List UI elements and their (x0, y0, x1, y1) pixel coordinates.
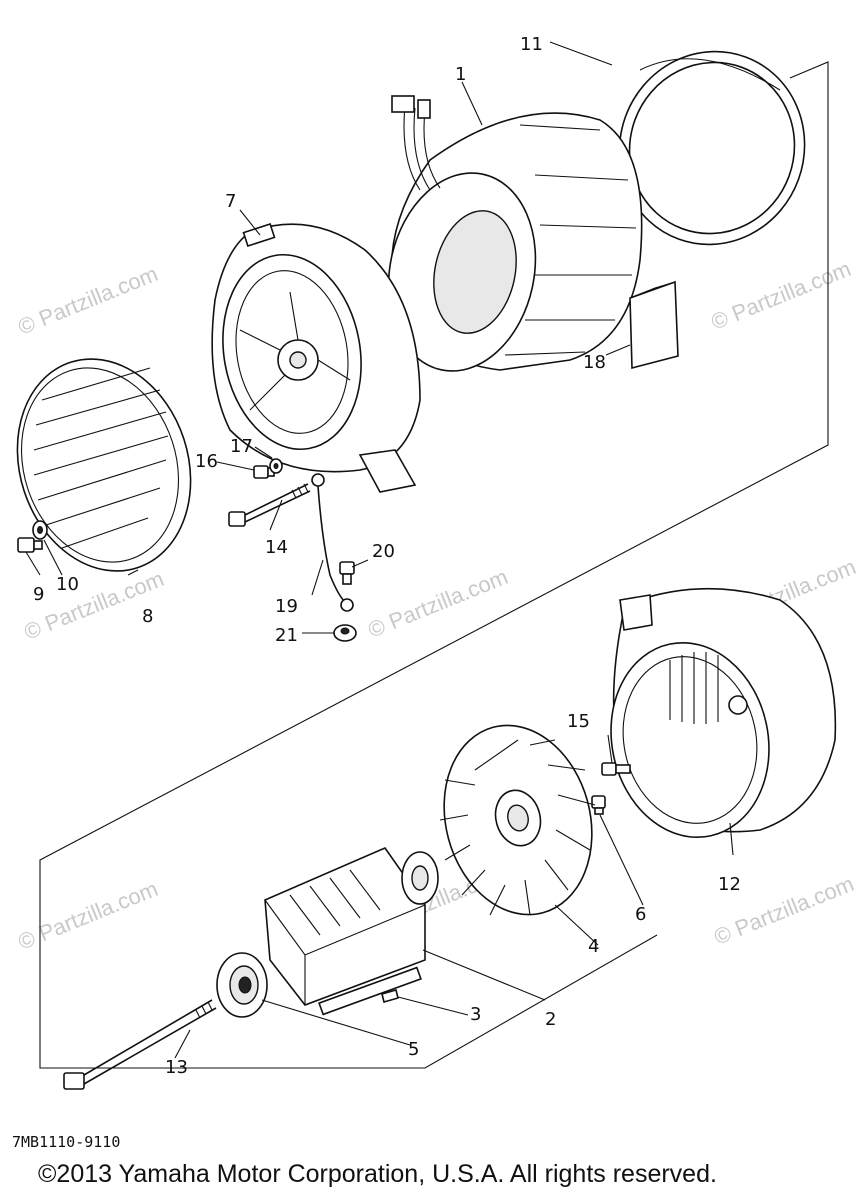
callout-16: 16 (195, 451, 218, 472)
rotor-part-2 (264, 847, 439, 1016)
callout-21: 21 (275, 625, 298, 646)
callout-7: 7 (225, 191, 236, 212)
callout-6: 6 (635, 904, 646, 925)
callout-20: 20 (372, 541, 395, 562)
callout-2: 2 (545, 1009, 556, 1030)
callout-10: 10 (56, 574, 79, 595)
watermark: © Partzilla.com (365, 564, 512, 643)
fan-part-4 (439, 724, 596, 916)
callouts: 1 2 3 4 5 6 7 8 9 10 11 12 13 14 15 16 1… (33, 34, 741, 1078)
key-part-3 (381, 989, 399, 1003)
callout-14: 14 (265, 537, 288, 558)
callout-9: 9 (33, 584, 44, 605)
watermark: © Partzilla.com (15, 261, 162, 340)
callout-19: 19 (275, 596, 298, 617)
callout-17: 17 (230, 436, 253, 457)
bolt-part-15 (601, 762, 631, 776)
cover-band-part-11 (618, 50, 806, 246)
leader-lines (25, 41, 734, 1059)
ground-lead-part-19 (311, 473, 354, 612)
long-bolt-part-13 (63, 999, 217, 1090)
drawing-code: 7MB1110-9110 (12, 1133, 121, 1151)
washer-part-10 (32, 520, 48, 540)
callout-3: 3 (470, 1004, 481, 1025)
front-housing-part-7 (211, 223, 421, 493)
rear-cover-part-12 (610, 587, 837, 839)
callout-4: 4 (588, 936, 599, 957)
assembly-boundary (39, 61, 829, 1069)
through-bolt-part-14 (228, 483, 311, 527)
nut-part-21 (333, 624, 357, 642)
callout-15: 15 (567, 711, 590, 732)
callout-5: 5 (408, 1039, 419, 1060)
watermark: © Partzilla.com (708, 256, 855, 335)
bolt-part-20 (339, 561, 355, 585)
bolt-part-9 (17, 537, 43, 553)
washer-part-17 (269, 458, 283, 474)
callout-11: 11 (520, 34, 543, 55)
callout-8: 8 (142, 606, 153, 627)
callout-18: 18 (583, 352, 606, 373)
pad-part-18 (629, 280, 679, 370)
bolt-part-6 (591, 795, 606, 815)
callout-12: 12 (718, 874, 741, 895)
stator-part-1 (387, 95, 643, 372)
copyright-notice: ©2013 Yamaha Motor Corporation, U.S.A. A… (38, 1160, 717, 1188)
callout-13: 13 (165, 1057, 188, 1078)
grille-cover-part-8 (16, 358, 192, 572)
callout-1: 1 (455, 64, 466, 85)
bearing-part-5 (216, 952, 268, 1018)
watermark: © Partzilla.com (15, 876, 162, 955)
